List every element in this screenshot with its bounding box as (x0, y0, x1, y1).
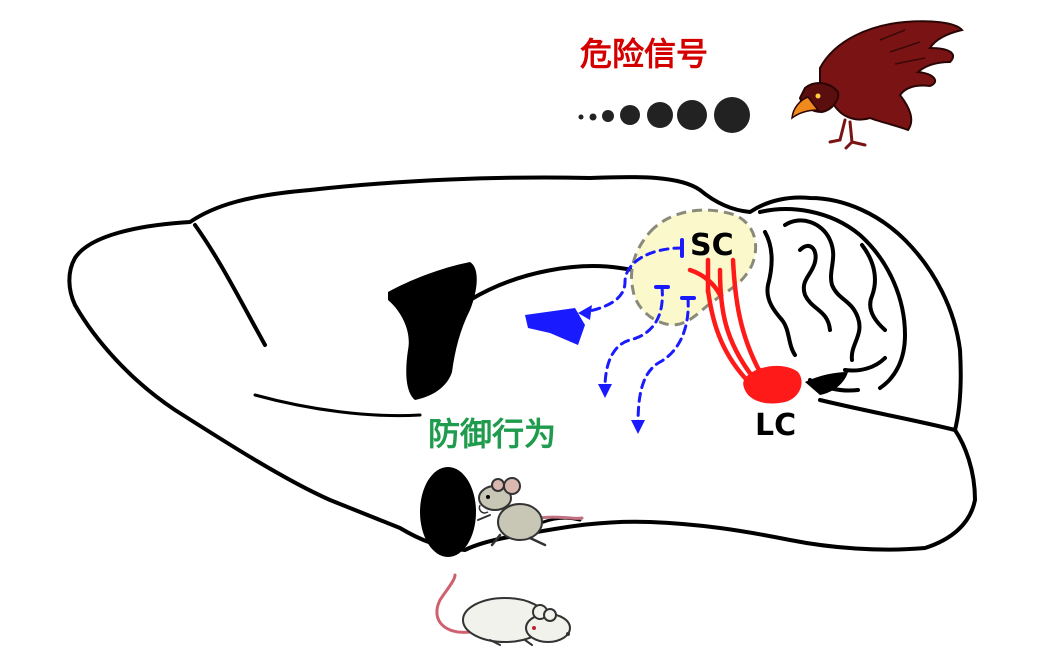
defensive-behavior-label: 防御行为 (428, 415, 556, 453)
loom-dot-2 (589, 113, 597, 121)
loom-dot-6 (677, 100, 707, 130)
loom-dot-1 (578, 114, 584, 120)
loom-dot-5 (647, 102, 673, 128)
ventricle-region (388, 262, 477, 400)
loom-dot-4 (620, 105, 640, 125)
ventral-line (253, 393, 422, 418)
loom-dot-7 (714, 97, 750, 133)
blue-projection-down-2 (636, 296, 690, 427)
brainstem-line (818, 398, 957, 432)
eagle-icon (791, 20, 964, 150)
lc-label: LC (755, 408, 796, 443)
blue-projection-down-1 (603, 285, 664, 390)
red-projections (687, 257, 763, 381)
brain-outline (67, 175, 977, 552)
blue-target-region (525, 308, 585, 345)
brainstem-wedge (805, 372, 848, 395)
blue-projection-to-target (583, 246, 684, 314)
blue-projections (583, 246, 690, 427)
danger-signal-label: 危险信号 (580, 35, 708, 73)
blue-synapse-terminals (654, 238, 696, 300)
fleeing-mouse-icon (477, 477, 584, 547)
lc-nucleus (743, 365, 802, 404)
loom-dot-3 (602, 110, 614, 122)
cortex-boundary-line (193, 223, 267, 347)
shelter-icon (420, 467, 476, 557)
resting-mouse-icon (435, 573, 571, 646)
blue-arrowheads (578, 305, 645, 434)
sc-label: SC (690, 228, 734, 263)
expanding-dots-icon (578, 97, 750, 133)
